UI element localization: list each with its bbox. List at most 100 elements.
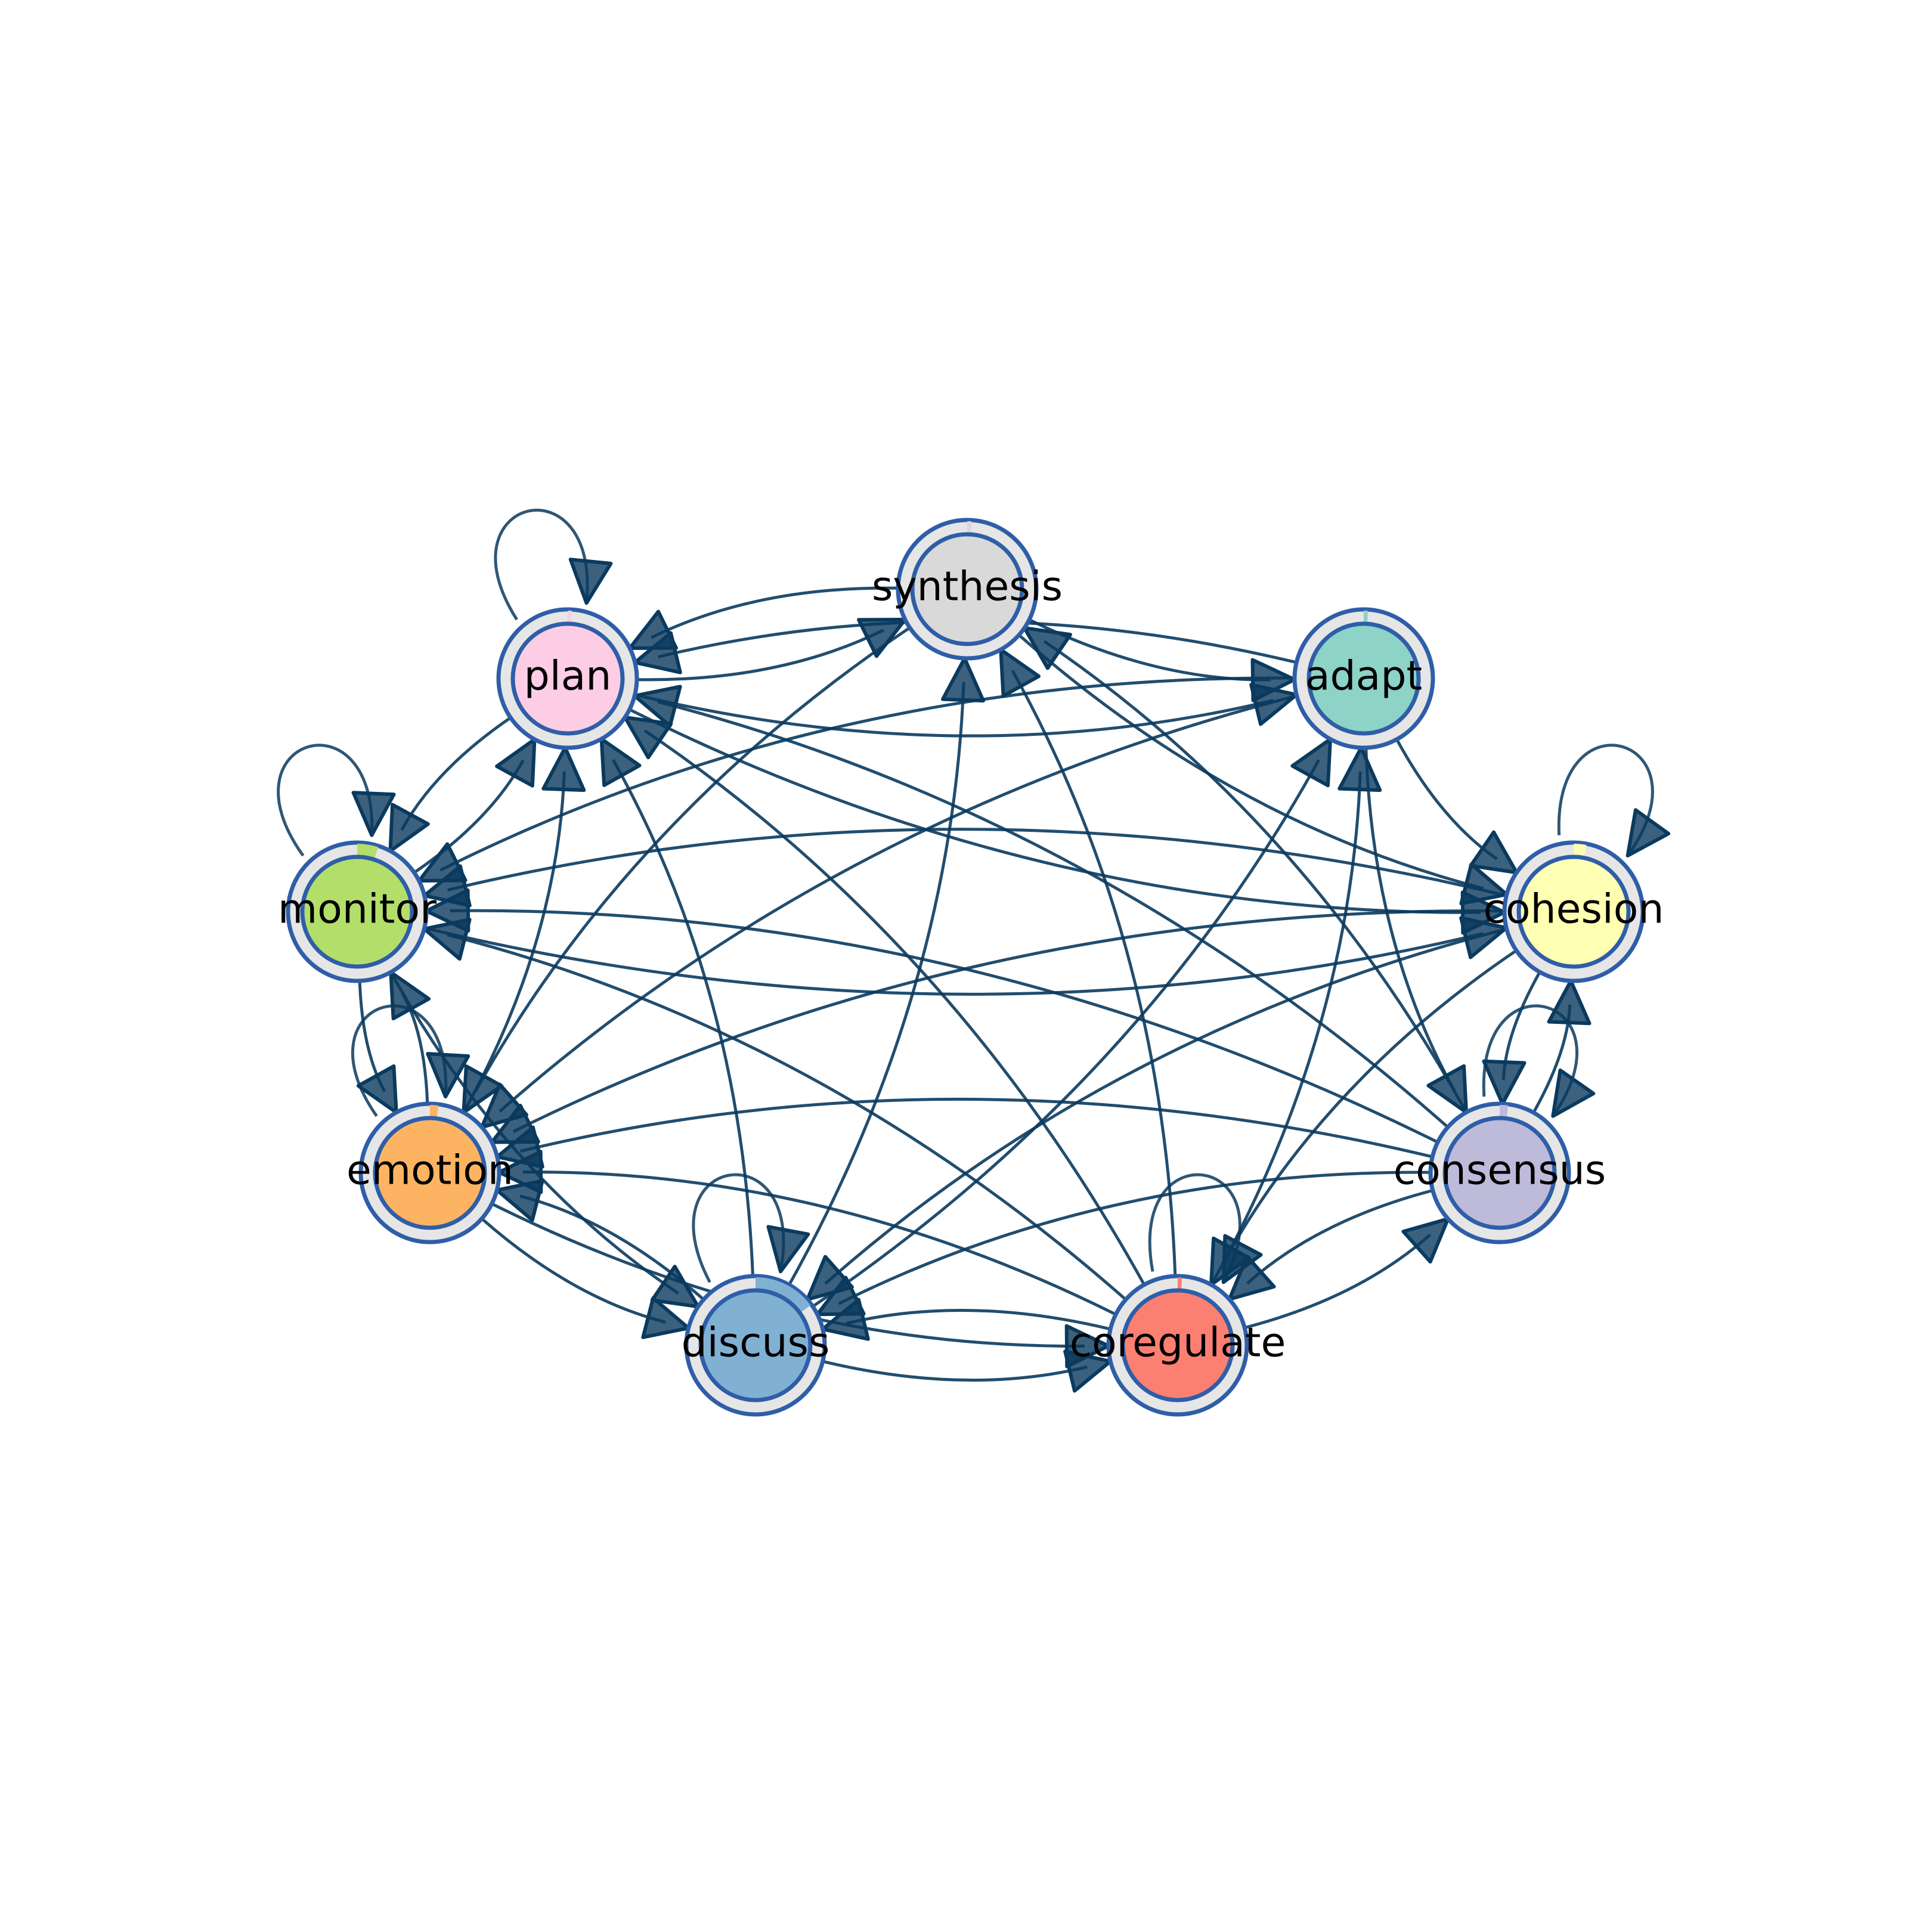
edge-line [1395,738,1498,860]
arrowhead-icon [495,1179,544,1222]
edge-plan-to-monitor [388,716,512,853]
node-label: synthesis [872,564,1063,611]
node-core [1120,1288,1235,1402]
edge-adapt-to-consensus [1364,747,1468,1114]
edge-line [788,682,965,1286]
edge-line [692,1173,785,1283]
arrowhead-icon [541,745,586,792]
edge-line [812,759,1320,1308]
edge-line [462,771,566,1113]
node-label: monitor [278,886,436,933]
edge-line [636,628,885,682]
edge-line [439,676,1295,872]
edge-adapt-to-cohesion [1395,738,1519,875]
edge-cohesion-to-consensus [1482,971,1541,1106]
arrowhead-icon [356,1064,398,1114]
edge-coregulate-to-synthesis [999,648,1177,1277]
arrowhead-icon [1482,1059,1527,1106]
edge-line [1244,1233,1432,1330]
edge-emotion-to-plan [462,745,586,1113]
arrowhead-icon [999,648,1041,698]
node-synthesis[interactable]: synthesis [872,518,1063,661]
edge-line [628,708,1481,914]
edge-discuss-to-emotion [495,1179,705,1301]
self-loop-emotion [351,1004,470,1117]
node-label: emotion [346,1147,513,1194]
arrowhead-icon [1221,1234,1263,1284]
arrowhead-icon [1337,745,1382,792]
edge-line [1210,771,1362,1286]
arrowhead-icon [1290,737,1332,788]
edge-line [1557,744,1654,857]
arrowhead-icon [815,1275,866,1317]
arrowhead-icon [1459,916,1509,959]
edge-consensus-to-emotion [495,1097,1433,1169]
edge-line [1148,1173,1241,1283]
arrowhead-icon [1469,830,1519,875]
self-loop-consensus [1482,1004,1596,1118]
node-core [1516,854,1631,969]
node-core [698,1288,813,1402]
arrowhead-icon [1551,1068,1596,1118]
node-coregulate[interactable]: coregulate [1070,1274,1286,1417]
edge-discuss-to-synthesis [788,656,986,1286]
edge-line [512,909,1505,1133]
node-pie-arc [1573,843,1587,857]
edge-line [634,693,1274,738]
node-core [910,532,1024,646]
edge-line [650,586,899,639]
edge-line [1246,1188,1433,1285]
node-label: coregulate [1070,1320,1286,1367]
arrowhead-icon [1249,683,1299,726]
arrowhead-icon [495,737,537,788]
node-emotion[interactable]: emotion [346,1101,513,1244]
edge-discuss-to-plan [599,737,754,1277]
edge-consensus-to-discuss [815,1171,1431,1317]
arrowhead-icon [1426,1064,1468,1114]
edge-line [277,744,374,857]
edge-line [473,626,911,1092]
node-core [510,621,625,736]
node-label: consensus [1394,1147,1606,1194]
edge-line [824,927,1507,1285]
edge-line [520,1097,1433,1159]
edge-cohesion-to-discuss [805,927,1507,1302]
arrowhead-icon [599,737,642,787]
edge-discuss-to-coregulate [822,1349,1113,1393]
edge-line [1011,670,1177,1277]
node-label: cohesion [1484,886,1664,933]
edge-line [499,694,1298,1113]
arrowhead-icon [633,685,682,728]
edges-layer [277,509,1671,1393]
node-pie-arc [755,1277,811,1312]
nodes-layer: synthesis adapt cohesion consensus coregulat… [278,518,1664,1417]
arrowhead-icon [388,803,430,853]
node-adapt[interactable]: adapt [1292,607,1435,750]
edge-line [447,828,1507,897]
edge-emotion-to-discuss [481,1217,691,1339]
edge-monitor-to-plan [413,737,537,874]
edge-line [1364,747,1456,1092]
node-plan[interactable]: plan [496,607,639,750]
node-cohesion[interactable]: cohesion [1484,840,1664,983]
arrowhead-icon [1401,1217,1450,1264]
node-discuss[interactable]: discuss [682,1274,830,1417]
edge-coregulate-to-plan [623,715,1146,1286]
self-loop-plan [494,509,613,621]
edge-line [519,1194,705,1301]
node-label: adapt [1305,653,1422,700]
arrowhead-icon [568,558,613,605]
arrowhead-icon [633,631,682,674]
edge-coregulate-to-consensus [1244,1217,1450,1330]
node-consensus[interactable]: consensus [1394,1101,1606,1244]
arrowhead-icon [941,656,986,703]
edge-consensus-to-monitor [424,888,1439,1144]
node-label: discuss [682,1320,830,1367]
node-core [300,854,414,969]
arrowhead-icon [623,715,673,760]
edge-line [611,758,754,1277]
arrowhead-icon [1626,808,1671,857]
edge-plan-to-adapt [634,683,1299,738]
node-monitor[interactable]: monitor [278,840,436,983]
